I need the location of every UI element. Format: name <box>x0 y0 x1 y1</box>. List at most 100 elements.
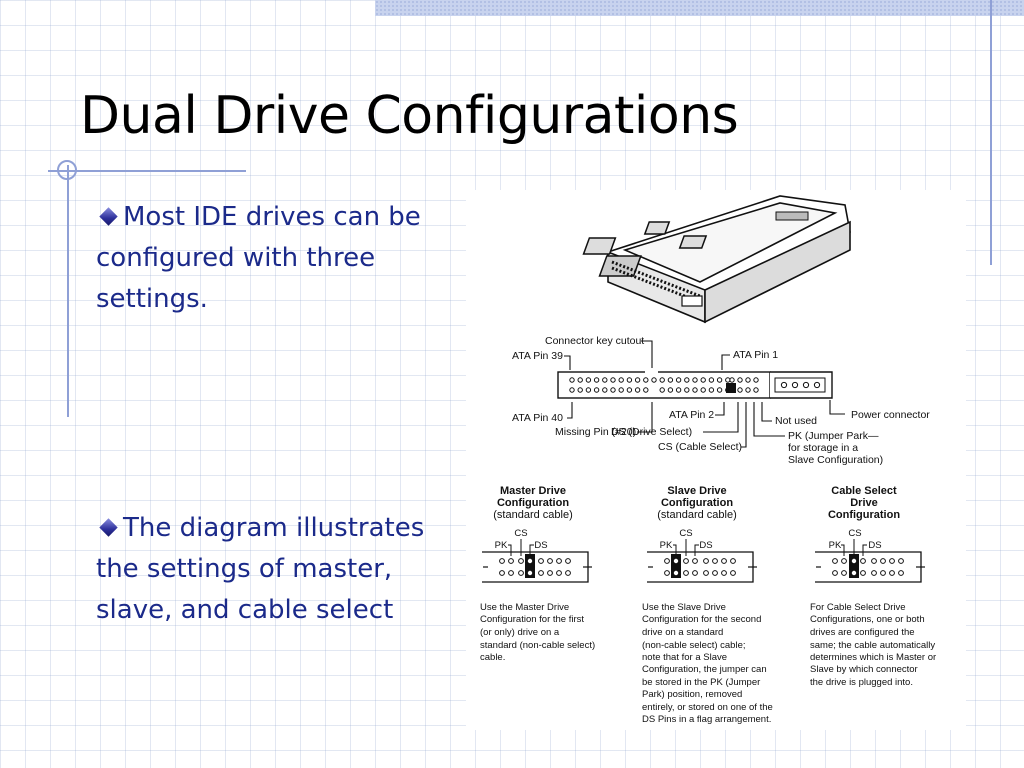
pin-label-ds: DS <box>868 540 881 551</box>
label-power-connector: Power connector <box>851 409 930 421</box>
connector-pin <box>569 387 575 393</box>
jumper-pin <box>889 570 895 576</box>
connector-pin <box>684 377 690 383</box>
jumper-pin <box>753 387 759 393</box>
jumper-pin <box>538 558 544 564</box>
connector-outline <box>647 551 754 583</box>
connector-pin <box>577 377 583 383</box>
jumper-pin <box>499 558 505 564</box>
jumper-pin <box>753 377 759 383</box>
jumper-pin <box>565 570 571 576</box>
jumper-pin <box>508 558 514 564</box>
jumper-pin <box>527 570 533 576</box>
config-heading-line: Configuration <box>497 497 569 509</box>
jumper-pin <box>683 558 689 564</box>
jumper-pin <box>527 558 533 564</box>
diamond-bullet-icon <box>99 517 118 537</box>
bullet-text: The diagram illustrates the settings of … <box>96 513 425 625</box>
jumper-pin <box>703 570 709 576</box>
jumper-block <box>525 554 535 578</box>
jumper-pin <box>673 558 679 564</box>
jumper-pin <box>692 570 698 576</box>
config-heading-line: (standard cable) <box>493 509 573 521</box>
config-description-line: (or only) drive on a <box>480 627 560 638</box>
bullet-item: The diagram illustrates the settings of … <box>96 508 441 631</box>
jumper-pin <box>712 558 718 564</box>
jumper-pin <box>871 570 877 576</box>
config-description-line: DS Pins in a flag arrangement. <box>642 714 771 725</box>
pin-label-cs: CS <box>679 528 692 539</box>
connector-pin <box>618 387 624 393</box>
label-ata-pin-2: ATA Pin 2 <box>669 409 714 421</box>
connector-pin <box>626 377 633 383</box>
jumper-pin <box>729 377 735 383</box>
config-description-line: drive on a standard <box>642 627 723 638</box>
pin-label-ds: DS <box>699 540 712 551</box>
config-description-line: Configurations, one or both <box>810 614 925 625</box>
pin-label-pk: PK <box>495 540 508 551</box>
connector-pin <box>593 377 600 383</box>
config-heading-line: Configuration <box>828 509 900 521</box>
connector-pin <box>569 377 575 383</box>
label-not-used: Not used <box>775 415 817 427</box>
connector-pin <box>716 377 723 383</box>
config-description-line: Use the Slave Drive <box>642 602 726 613</box>
power-pin <box>780 381 788 389</box>
config-description-line: Slave by which connector <box>810 664 918 675</box>
jumper-pin <box>898 558 904 564</box>
jumper-pin <box>832 558 838 564</box>
jumper-pin <box>841 570 847 576</box>
left-accent-line <box>67 165 69 417</box>
label-ds-drive-select: DS (Drive Select) <box>611 426 692 438</box>
connector-pin <box>692 387 698 393</box>
label-missing-pin: Missing Pin (#20) <box>555 426 636 438</box>
jumper-pin <box>518 558 524 564</box>
jumper-pin <box>508 570 514 576</box>
pin-label-pk: PK <box>660 540 673 551</box>
connector-pin <box>708 377 715 383</box>
connector-pin <box>634 377 641 383</box>
jumper-pin <box>737 387 743 393</box>
jumper-pin <box>737 377 743 383</box>
jumper-pin <box>880 558 886 564</box>
connector-pin <box>618 377 624 383</box>
jumper-pin <box>664 558 670 564</box>
jumper-pin <box>880 570 886 576</box>
connector-pin <box>577 387 583 393</box>
ide-jumper-diagram: Connector key cutout ATA Pin 39 ATA Pin … <box>466 190 966 730</box>
connector-pin <box>700 377 706 383</box>
jumper-pin <box>538 570 544 576</box>
jumper-pin <box>832 570 838 576</box>
connector-pin <box>684 387 690 393</box>
config-heading-line: (standard cable) <box>657 509 737 521</box>
connector-pin <box>585 387 592 393</box>
config-description-line: (non-cable select) cable; <box>642 640 746 651</box>
connector-pin <box>659 377 665 383</box>
jumper-pin <box>871 558 877 564</box>
config-description-line: the drive is plugged into. <box>810 677 913 688</box>
label-pk-line2: for storage in a <box>788 442 858 454</box>
jumper-pin <box>556 570 562 576</box>
jumper-pin <box>745 377 751 383</box>
jumper-pin <box>898 570 904 576</box>
connector-pin <box>610 387 616 393</box>
config-description-line: determines which is Master or <box>810 652 936 663</box>
power-pin <box>813 381 821 389</box>
connector-outline <box>815 551 922 583</box>
jumper-pin <box>556 558 562 564</box>
jumper-pin <box>712 570 718 576</box>
connector-pin <box>626 387 633 393</box>
bullet-text: Most IDE drives can be configured with t… <box>96 202 421 314</box>
config-description-line: drives are configured the <box>810 627 915 638</box>
config-heading-line: Configuration <box>661 497 733 509</box>
label-ata-pin-1: ATA Pin 1 <box>733 349 778 361</box>
jumper-pin <box>518 570 524 576</box>
jumper-pin <box>565 558 571 564</box>
connector-pin <box>643 387 649 393</box>
config-description-line: Use the Master Drive <box>480 602 569 613</box>
jumper-pin <box>721 558 727 564</box>
connector-pin <box>675 387 682 393</box>
power-pin <box>802 381 810 389</box>
config-description-line: same; the cable automatically <box>810 640 935 651</box>
config-description-line: Configuration for the first <box>480 614 584 625</box>
